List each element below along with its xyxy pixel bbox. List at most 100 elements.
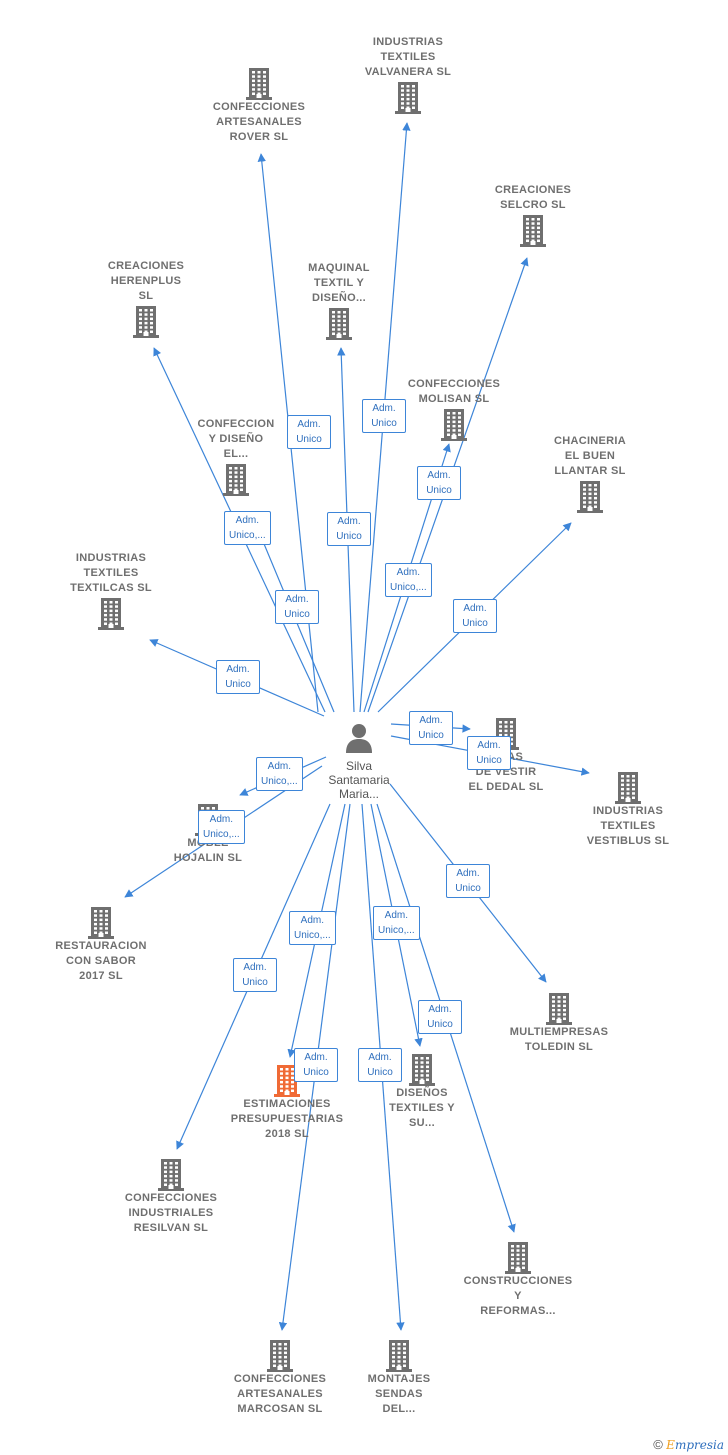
role-badge-line: Unico — [426, 485, 452, 496]
role-badge-selcro[interactable]: Adm. Unico — [417, 466, 461, 500]
company-name-line: DISEÑO... — [311, 292, 367, 304]
role-badge-marcosan[interactable]: Adm.Unico — [294, 1048, 338, 1082]
company-name-line: CONFECCIONES — [407, 378, 501, 390]
company-name-line: EL DEDAL SL — [468, 781, 544, 793]
role-badge-confeccion_diseno[interactable]: Adm. Unico — [275, 590, 319, 624]
role-badge-molisan[interactable]: Adm. Unico,... — [385, 563, 432, 597]
company-name-line: CONSTRUCCIONES — [463, 1275, 573, 1287]
role-badge-line: Unico,... — [390, 582, 427, 593]
building-icon — [326, 308, 352, 340]
role-badge-line: Unico — [418, 730, 444, 741]
role-badge-rover[interactable]: Adm.Unico — [287, 415, 331, 449]
role-badge-line: Adm. — [368, 1052, 392, 1063]
company-name-line: SELCRO SL — [500, 199, 566, 211]
building-icon — [395, 82, 421, 114]
building-icon — [274, 1065, 300, 1097]
role-badge-estimaciones[interactable]: Adm.Unico,... — [289, 911, 336, 945]
company-name-line: CONFECCIONES — [124, 1192, 218, 1204]
building-icon — [546, 993, 572, 1025]
role-badge-line: Adm. — [209, 814, 234, 825]
company-name-line: SENDAS — [375, 1388, 423, 1400]
company-name-line: RESTAURACION — [55, 940, 147, 952]
role-badge-hojalin[interactable]: Adm.Unico,... — [256, 757, 303, 791]
company-name-line: DISEÑOS — [396, 1087, 448, 1099]
company-name-line: HOJALIN SL — [173, 852, 243, 864]
role-badge-montajes[interactable]: Adm. Unico — [358, 1048, 402, 1082]
building-icon — [98, 598, 124, 630]
role-badge-construcciones[interactable]: Adm.Unico — [418, 1000, 462, 1034]
role-badge-chacineria[interactable]: Adm.Unico — [453, 599, 497, 633]
role-badge-valvanera[interactable]: Adm.Unico — [362, 399, 406, 433]
company-name-line: INDUSTRIAS — [592, 805, 664, 817]
role-badge-line: Adm. — [235, 515, 260, 526]
building-icon — [223, 464, 249, 496]
role-badge-line: Unico — [476, 755, 502, 766]
role-badge-resilvan[interactable]: Adm.Unico — [233, 958, 277, 992]
role-badge-toledin[interactable]: Adm.Unico — [446, 864, 490, 898]
role-badge-line: Unico — [367, 1067, 393, 1078]
role-badge-textilcas[interactable]: Adm.Unico — [216, 660, 260, 694]
company-name-line: CONFECCIONES — [212, 101, 306, 113]
company-name-line: MULTIEMPRESAS — [509, 1026, 609, 1038]
company-node-construcciones[interactable]: CONSTRUCCIONES Y REFORMAS... — [453, 1240, 583, 1319]
role-badge-line: Adm. — [427, 470, 451, 481]
building-icon — [133, 306, 159, 338]
company-name-line: Y — [514, 1290, 522, 1302]
role-badge-vestiblus[interactable]: Adm.Unico — [467, 736, 511, 770]
person-node[interactable]: Silva Santamaria Maria... — [314, 722, 404, 801]
role-badge-maquinal[interactable]: Adm.Unico — [327, 512, 371, 546]
role-badge-dedal[interactable]: Adm.Unico — [409, 711, 453, 745]
company-name-line: ESTIMACIONES — [243, 1098, 331, 1110]
building-icon — [577, 481, 603, 513]
company-name-line: RESILVAN SL — [133, 1222, 209, 1234]
company-name-line: EL BUEN — [564, 450, 616, 462]
building-icon — [441, 409, 467, 441]
role-badge-line: Adm. — [226, 664, 250, 675]
role-badge-line: Unico — [284, 609, 310, 620]
role-badge-line: Adm. — [396, 567, 421, 578]
footer-brand[interactable]: © Empresia — [653, 1437, 724, 1452]
role-badge-disenos[interactable]: Adm.Unico,... — [373, 906, 420, 940]
role-badge-line: Adm. — [285, 594, 309, 605]
company-name-line: CREACIONES — [107, 260, 185, 272]
company-name-line: ARTESANALES — [216, 116, 302, 128]
company-name-line: REFORMAS... — [480, 1305, 556, 1317]
role-badge-line: Adm. — [243, 962, 267, 973]
company-name-line: ARTESANALES — [237, 1388, 323, 1400]
role-badge-line: Adm. — [337, 516, 361, 527]
role-badge-line: Unico,... — [203, 829, 240, 840]
empresia-logo: Empresia — [666, 1438, 724, 1452]
role-badge-restauracion[interactable]: Adm. Unico,... — [198, 810, 245, 844]
brand-initial: E — [666, 1438, 675, 1452]
building-icon — [409, 1054, 435, 1086]
company-name-line: TEXTILES — [600, 820, 656, 832]
company-name-line: Y DISEÑO — [208, 433, 264, 445]
role-badge-herenplus[interactable]: Adm.Unico,... — [224, 511, 271, 545]
